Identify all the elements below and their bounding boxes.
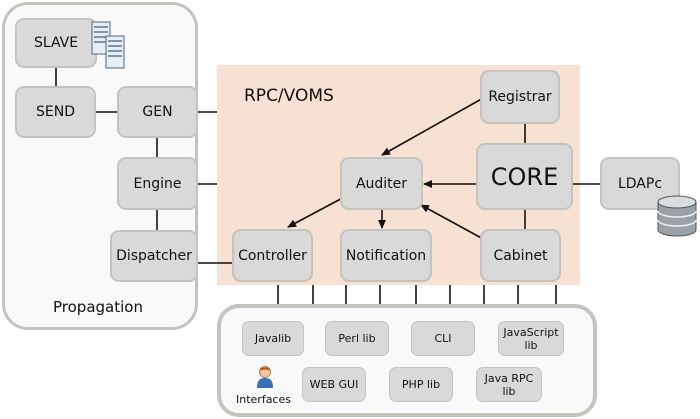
controller-box: Controller xyxy=(232,229,313,282)
dispatcher-box: Dispatcher xyxy=(110,230,198,282)
database-icon xyxy=(657,195,697,237)
java-rpc-lib-box: Java RPC lib xyxy=(476,367,542,402)
cabinet-box: Cabinet xyxy=(480,229,561,282)
javascript-lib-box: JavaScript lib xyxy=(498,321,564,356)
auditer-box: Auditer xyxy=(340,157,423,210)
slave-box: SLAVE xyxy=(15,18,97,68)
perl-lib-box: Perl lib xyxy=(325,321,389,356)
notification-box: Notification xyxy=(340,229,432,282)
web-gui-box: WEB GUI xyxy=(302,367,366,402)
php-lib-box: PHP lib xyxy=(389,367,453,402)
cli-box: CLI xyxy=(411,321,475,356)
registrar-box: Registrar xyxy=(480,70,560,124)
server-stack-icon xyxy=(91,21,125,69)
propagation-label: Propagation xyxy=(53,298,143,316)
engine-box: Engine xyxy=(117,157,198,210)
send-box: SEND xyxy=(15,86,96,138)
user-icon xyxy=(257,366,273,388)
rpc-voms-title: RPC/VOMS xyxy=(244,86,334,106)
interfaces-label: Interfaces xyxy=(236,393,291,406)
core-box: CORE xyxy=(476,143,573,210)
gen-box: GEN xyxy=(117,86,198,138)
javalib-box: Javalib xyxy=(242,321,304,356)
